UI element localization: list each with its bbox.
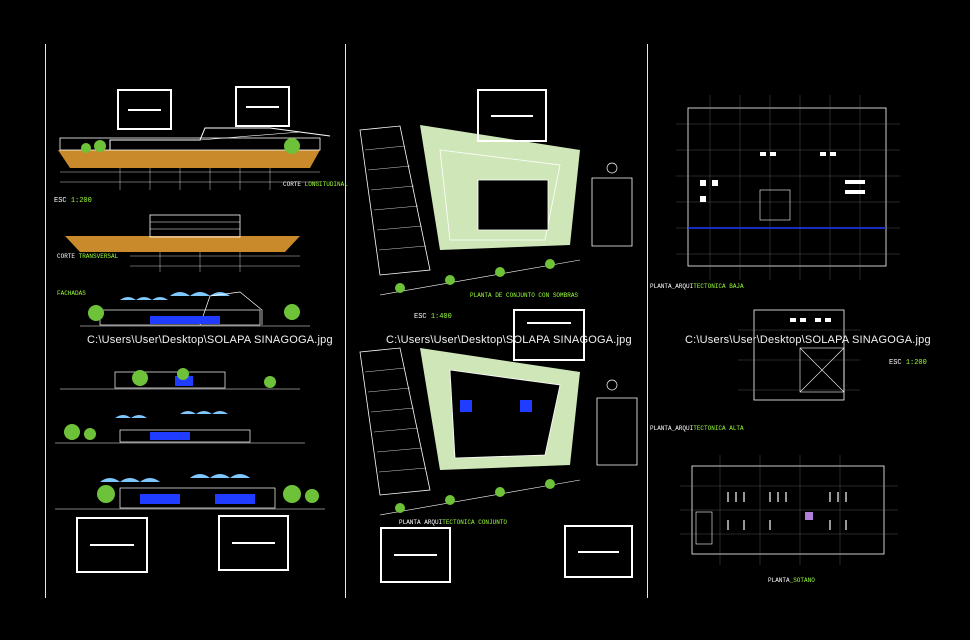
label-corte-transversal: CORTE TRANSVERSAL bbox=[57, 253, 118, 260]
image-path-middle: C:\Users\User\Desktop\SOLAPA SINAGOGA.jp… bbox=[386, 334, 632, 346]
label-planta-alta-part2: TECTONICA ALTA bbox=[693, 425, 744, 432]
label-planta-conjunto-sombras: PLANTA DE CONJUNTO CON SOMBRAS bbox=[470, 292, 578, 299]
scale-right-prefix: ESC bbox=[889, 359, 906, 367]
label-planta-sotano: PLANTA_SOTANO bbox=[768, 577, 815, 584]
scale-middle: ESC 1:400 bbox=[414, 313, 452, 321]
label-planta-arquitectonica-conjunto: PLANTA ARQUITECTONICA CONJUNTO bbox=[399, 519, 507, 526]
label-planta-arq-conjunto-part2: TECTONICA CONJUNTO bbox=[442, 519, 508, 526]
scale-middle-prefix: ESC bbox=[414, 313, 431, 321]
fachada-2-drawing bbox=[60, 368, 300, 390]
planta-arquitectonica-conjunto-drawing bbox=[359, 347, 638, 516]
label-planta-alta: PLANTA_ARQUITECTONICA ALTA bbox=[650, 425, 744, 432]
scale-left-value: 1:200 bbox=[70, 197, 92, 205]
label-planta-alta-part1: PLANTA_ARQUI bbox=[650, 425, 694, 432]
label-planta-sotano-part2: _SOTANO bbox=[789, 577, 815, 584]
title-block-5 bbox=[76, 517, 148, 573]
panel-divider-3 bbox=[647, 44, 648, 598]
label-corte-longitudinal-part1: CORTE bbox=[283, 181, 305, 188]
label-fachadas-text: FACHADAS bbox=[57, 290, 86, 297]
planta-baja-drawing bbox=[676, 95, 900, 280]
label-corte-transversal-part2: TRANSVERSAL bbox=[78, 253, 119, 260]
label-fachadas: FACHADAS bbox=[57, 290, 86, 297]
scale-middle-value: 1:400 bbox=[430, 313, 452, 321]
scale-left: ESC 1:200 bbox=[54, 197, 92, 205]
panel-divider-2 bbox=[345, 44, 346, 598]
title-block-2 bbox=[235, 86, 290, 127]
panel-divider-1 bbox=[45, 44, 46, 598]
label-corte-longitudinal: CORTE LONGITUDINAL bbox=[283, 181, 348, 188]
scale-right: ESC 1:200 bbox=[889, 359, 927, 367]
planta-sotano-drawing bbox=[680, 455, 898, 565]
label-planta-baja: PLANTA_ARQUITECTONICA BAJA bbox=[650, 283, 744, 290]
fachada-3-drawing bbox=[55, 411, 305, 444]
title-block-3 bbox=[477, 89, 547, 142]
image-path-left: C:\Users\User\Desktop\SOLAPA SINAGOGA.jp… bbox=[87, 334, 333, 346]
fachada-1-drawing bbox=[80, 291, 310, 327]
label-corte-longitudinal-part2: LONGITUDINAL bbox=[304, 181, 348, 188]
planta-conjunto-sombras-drawing bbox=[359, 125, 633, 296]
title-block-6 bbox=[218, 515, 289, 571]
scale-left-prefix: ESC bbox=[54, 197, 71, 205]
label-planta-baja-part1: PLANTA_ARQUI bbox=[650, 283, 694, 290]
corte-longitudinal-drawing bbox=[58, 127, 331, 190]
label-planta-conjunto-sombras-text: PLANTA DE CONJUNTO CON SOMBRAS bbox=[470, 292, 579, 299]
title-block-7 bbox=[380, 527, 451, 583]
label-planta-arq-conjunto-part1: PLANTA ARQUI bbox=[399, 519, 443, 526]
planta-alta-drawing bbox=[738, 309, 860, 401]
label-planta-sotano-part1: PLANTA bbox=[768, 577, 790, 584]
fachada-4-drawing bbox=[55, 474, 325, 510]
title-block-1 bbox=[117, 89, 172, 130]
label-planta-baja-part2: TECTONICA BAJA bbox=[693, 283, 744, 290]
scale-right-value: 1:200 bbox=[905, 359, 927, 367]
label-corte-transversal-part1: CORTE bbox=[57, 253, 79, 260]
title-block-4 bbox=[513, 309, 585, 361]
corte-transversal-drawing bbox=[65, 214, 300, 272]
title-block-8 bbox=[564, 525, 633, 578]
image-path-right: C:\Users\User\Desktop\SOLAPA SINAGOGA.jp… bbox=[685, 334, 931, 346]
